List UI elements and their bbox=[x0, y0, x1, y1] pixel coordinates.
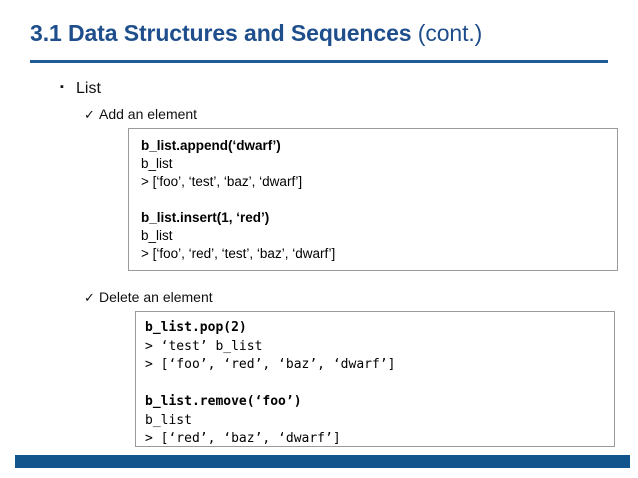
code-line: b_list.append(‘dwarf’) bbox=[141, 138, 281, 153]
code-line: > [‘foo’, ‘test’, ‘baz’, ‘dwarf’] bbox=[141, 174, 303, 189]
page-title-suffix: (cont.) bbox=[411, 20, 483, 46]
bullet-sub-item-delete-label: Delete an element bbox=[99, 289, 213, 305]
code-line: b_list bbox=[141, 156, 173, 171]
check-bullet-icon: ✓ bbox=[84, 107, 95, 122]
code-line: b_list.pop(2) bbox=[145, 320, 247, 335]
bullet-list-item-list-label: List bbox=[76, 80, 101, 98]
code-line: b_list.remove(‘foo’) bbox=[145, 394, 302, 409]
footer-accent-band bbox=[15, 455, 630, 468]
check-bullet-icon: ✓ bbox=[84, 290, 95, 305]
code-line: > [‘red’, ‘baz’, ‘dwarf’] bbox=[145, 431, 341, 446]
bullet-sub-item-add-label: Add an element bbox=[99, 106, 198, 122]
square-bullet-icon: ▪ bbox=[60, 81, 64, 93]
code-line: > ‘test’ b_list bbox=[145, 338, 263, 354]
code-line-blank bbox=[145, 375, 614, 394]
bullet-list-item-list: ▪ List bbox=[60, 79, 101, 99]
code-line: b_list.insert(1, ‘red’) bbox=[141, 210, 270, 225]
code-line: b_list bbox=[145, 412, 192, 428]
code-line-blank bbox=[141, 191, 617, 209]
title-divider bbox=[30, 60, 608, 63]
page-title-main: 3.1 Data Structures and Sequences bbox=[30, 20, 412, 46]
bullet-sub-item-add: ✓ Add an element bbox=[84, 105, 197, 124]
bullet-sub-item-delete: ✓ Delete an element bbox=[84, 288, 213, 307]
code-line: > [‘foo’, ‘red’, ‘baz’, ‘dwarf’] bbox=[145, 357, 396, 372]
add-element-code-block: b_list.append(‘dwarf’) b_list > [‘foo’, … bbox=[128, 128, 618, 271]
page-title: 3.1 Data Structures and Sequences (cont.… bbox=[30, 18, 482, 48]
delete-element-code-block: b_list.pop(2) > ‘test’ b_list > [‘foo’, … bbox=[135, 311, 615, 447]
code-line: > [‘foo’, ‘red’, ‘test’, ‘baz’, ‘dwarf’] bbox=[141, 246, 336, 261]
code-line: b_list bbox=[141, 228, 173, 243]
